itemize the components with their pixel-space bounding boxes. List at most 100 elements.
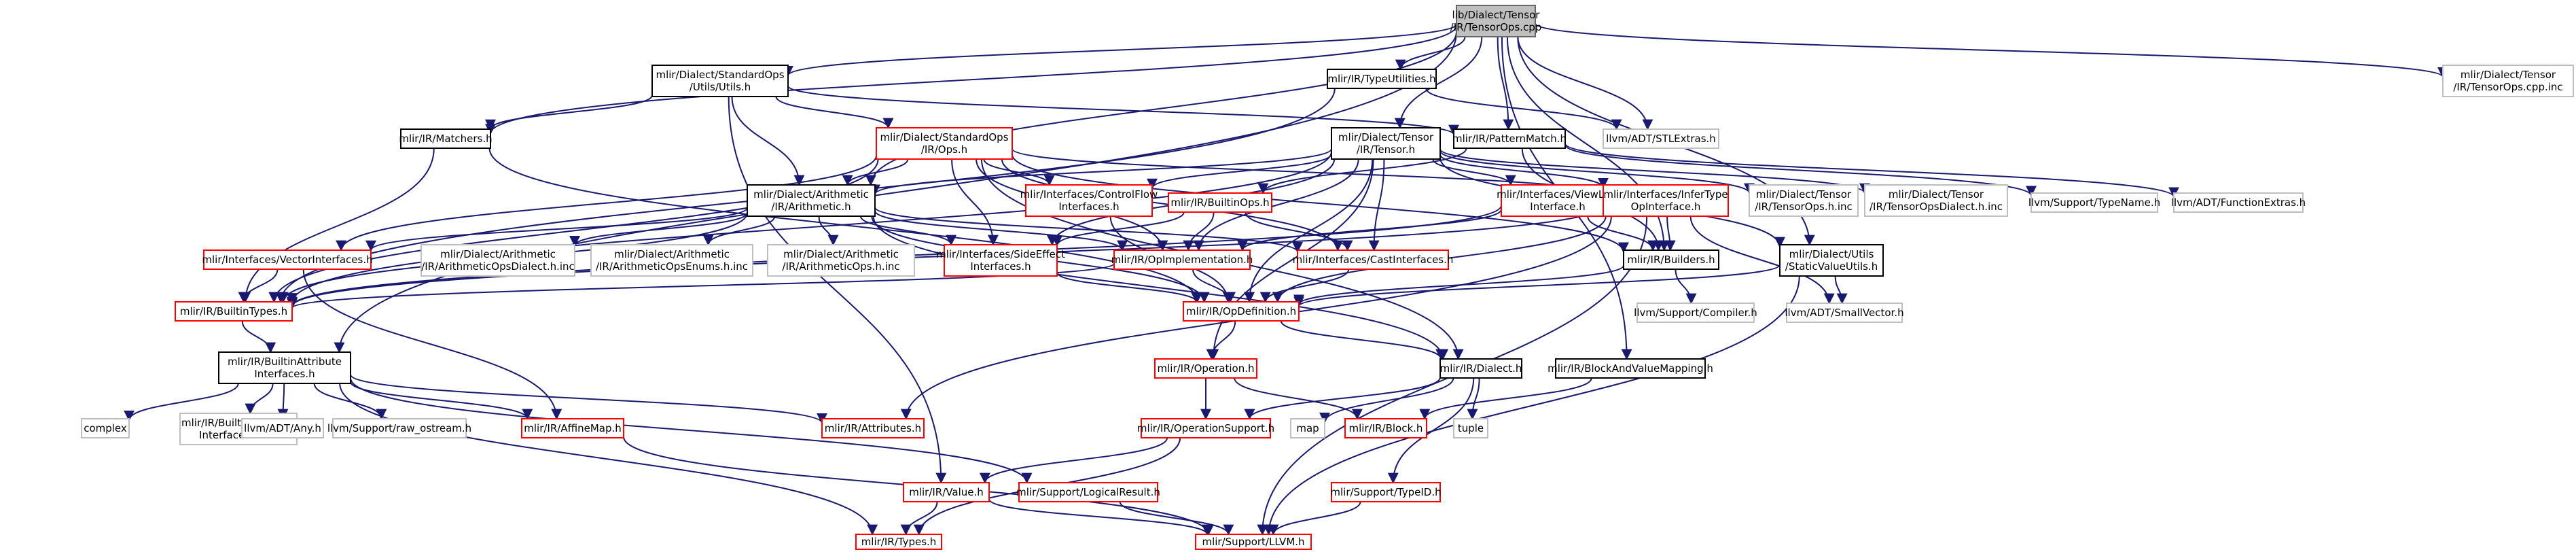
node-box xyxy=(1623,249,1719,270)
node-box xyxy=(1113,249,1251,270)
node-box xyxy=(747,184,876,217)
node-map: map xyxy=(1290,418,1325,438)
edge-stdops-to-sideeff xyxy=(951,158,999,246)
node-label: mlir/Dialect/Tensor xyxy=(2461,69,2556,81)
edge-matchers-to-builtintypes xyxy=(240,148,435,303)
edge-stdutils-to-value xyxy=(728,96,947,484)
node-value[interactable]: mlir/IR/Value.h xyxy=(903,482,990,502)
node-tensordiainc: mlir/Dialect/Tensor/IR/TensorOpsDialect.… xyxy=(1864,184,2008,217)
edge-arith-to-arienum xyxy=(702,215,776,246)
edge-tensorh-to-ctrlflow xyxy=(1147,153,1332,190)
edge-battrif-to-logres xyxy=(350,377,1033,484)
node-affine[interactable]: mlir/IR/AffineMap.h xyxy=(521,418,624,438)
node-typeutil[interactable]: mlir/IR/TypeUtilities.h xyxy=(1327,69,1437,89)
node-label: lib/Dialect/Tensor xyxy=(1452,9,1541,21)
node-box xyxy=(651,65,789,97)
node-label: mlir/Dialect/Tensor xyxy=(1756,188,1852,201)
node-logres[interactable]: mlir/Support/LogicalResult.h xyxy=(1016,482,1160,502)
edge-staticval-to-smallvec xyxy=(1834,275,1848,305)
edge-tensorh-to-arith xyxy=(870,148,1332,196)
node-box xyxy=(1168,192,1272,213)
node-castif[interactable]: mlir/Interfaces/CastInterfaces.h xyxy=(1293,249,1454,270)
node-label: llvm/Support/Compiler.h xyxy=(1634,307,1757,319)
node-box xyxy=(1290,418,1325,438)
node-block[interactable]: mlir/IR/Block.h xyxy=(1344,418,1427,438)
node-label: llvm/ADT/SmallVector.h xyxy=(1785,307,1903,319)
node-stdutils[interactable]: mlir/Dialect/StandardOps/Utils/Utils.h xyxy=(651,65,789,97)
node-tensoropsh: mlir/Dialect/Tensor/IR/TensorOps.h.inc xyxy=(1749,184,1859,217)
node-arith[interactable]: mlir/Dialect/Arithmetic/IR/Arithmetic.h xyxy=(747,184,876,217)
edge-root-to-matchers xyxy=(485,25,1457,135)
nodes-layer: lib/Dialect/Tensor/IR/TensorOps.cpp mlir/… xyxy=(81,5,2574,550)
edge-tensorh-to-castif xyxy=(1368,158,1385,252)
node-box xyxy=(1786,303,1903,323)
node-label: llvm/Support/raw_ostream.h xyxy=(327,422,471,435)
node-label: map xyxy=(1296,422,1319,434)
node-label: /IR/ArithmeticOps.h.inc xyxy=(782,260,899,273)
node-staticval[interactable]: mlir/Dialect/Utils/StaticValueUtils.h xyxy=(1779,244,1884,277)
node-root[interactable]: lib/Dialect/Tensor/IR/TensorOps.cpp xyxy=(1450,5,1542,37)
node-label: llvm/ADT/Any.h xyxy=(244,422,321,434)
node-label: /IR/TensorOpsDialect.h.inc xyxy=(1870,201,2003,213)
edge-stdops-to-ctrlflow xyxy=(983,158,1055,186)
node-label: /Utils/Utils.h xyxy=(690,81,751,93)
node-label: mlir/IR/TypeUtilities.h xyxy=(1327,73,1435,85)
node-label: Interfaces.h xyxy=(254,368,315,380)
node-label: /IR/Ops.h xyxy=(921,143,967,156)
node-label: mlir/IR/Matchers.h xyxy=(399,133,492,145)
node-label: /IR/ArithmeticOpsDialect.h.inc xyxy=(421,260,575,273)
node-box xyxy=(1195,534,1312,550)
node-typeid[interactable]: mlir/Support/TypeID.h xyxy=(1330,482,1442,502)
node-label: llvm/Support/TypeName.h xyxy=(2028,196,2160,209)
node-box xyxy=(1154,358,1257,379)
edge-typeutil-to-stlextras xyxy=(1425,88,1622,131)
node-label: mlir/IR/Builders.h xyxy=(1627,254,1715,266)
node-vecif[interactable]: mlir/Interfaces/VectorInterfaces.h xyxy=(202,249,373,270)
node-label: /IR/TensorOps.h.inc xyxy=(1755,201,1853,213)
edge-builders-to-opdef xyxy=(1293,264,1624,306)
node-builtintypes[interactable]: mlir/IR/BuiltinTypes.h xyxy=(175,301,293,322)
node-llvmh[interactable]: mlir/Support/LLVM.h xyxy=(1195,534,1312,550)
node-label: mlir/IR/OpImplementation.h xyxy=(1111,254,1253,266)
node-opimpl[interactable]: mlir/IR/OpImplementation.h xyxy=(1111,249,1253,270)
node-operation[interactable]: mlir/IR/Operation.h xyxy=(1154,358,1257,379)
node-box xyxy=(821,418,925,438)
edge-root-to-typeutil xyxy=(1395,36,1466,71)
node-matchers[interactable]: mlir/IR/Matchers.h xyxy=(399,128,493,149)
node-box xyxy=(903,482,990,502)
node-box xyxy=(1183,301,1300,322)
node-tensorh[interactable]: mlir/Dialect/Tensor/IR/Tensor.h xyxy=(1331,127,1441,160)
node-patmatch[interactable]: mlir/IR/PatternMatch.h xyxy=(1452,128,1567,149)
node-attrs[interactable]: mlir/IR/Attributes.h xyxy=(821,418,925,438)
node-label: mlir/IR/BuiltinOps.h xyxy=(1170,196,1269,209)
edge-arith-to-castif xyxy=(874,207,1303,253)
node-label: /IR/Arithmetic.h xyxy=(771,201,851,213)
edge-opsupport-to-value xyxy=(980,437,1168,484)
node-stdops[interactable]: mlir/Dialect/StandardOps/IR/Ops.h xyxy=(876,127,1013,160)
node-label: mlir/Dialect/Arithmetic xyxy=(440,248,556,260)
node-label: Interfaces.h xyxy=(970,260,1031,273)
node-label: mlir/Interfaces/VectorInterfaces.h xyxy=(202,254,372,266)
node-label: Interfaces.h xyxy=(1058,201,1119,213)
node-dialect[interactable]: mlir/IR/Dialect.h xyxy=(1439,358,1522,379)
node-types[interactable]: mlir/IR/Types.h xyxy=(855,534,942,550)
node-opdef[interactable]: mlir/IR/OpDefinition.h xyxy=(1183,301,1300,322)
edge-tensorh-to-tensoropsh xyxy=(1439,150,1755,194)
edge-root-to-stlextras xyxy=(1517,36,1653,131)
node-builtinops[interactable]: mlir/IR/BuiltinOps.h xyxy=(1168,192,1272,213)
node-label: mlir/Dialect/Utils xyxy=(1789,248,1874,260)
node-opsupport[interactable]: mlir/IR/OperationSupport.h xyxy=(1137,418,1274,438)
node-bvmap[interactable]: mlir/IR/BlockAndValueMapping.h xyxy=(1548,358,1713,379)
edge-dialect-to-opsupport xyxy=(1244,377,1441,420)
node-label: /IR/TensorOps.cpp.inc xyxy=(2453,81,2562,93)
node-box xyxy=(855,534,942,550)
edge-arith-to-vecif xyxy=(365,207,748,252)
node-label: mlir/IR/BuiltinTypes.h xyxy=(180,305,287,317)
node-builders[interactable]: mlir/IR/Builders.h xyxy=(1623,249,1719,270)
